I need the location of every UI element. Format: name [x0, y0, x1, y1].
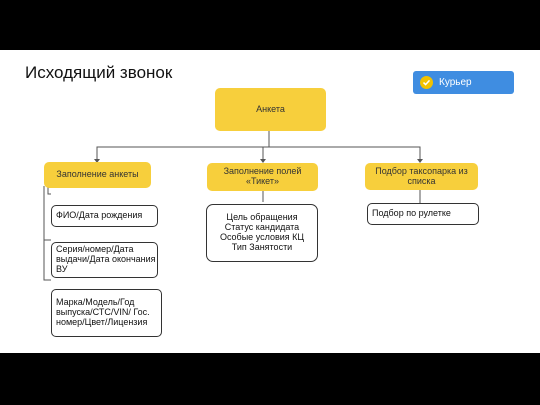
courier-badge: Курьер	[413, 71, 514, 94]
connector-lines	[43, 131, 423, 281]
leaf-node-3-1: Подбор по рулетке	[367, 203, 479, 225]
arrow-branch-1	[94, 159, 100, 163]
root-connector	[96, 131, 270, 160]
branch-node-1: Заполнение анкеты	[44, 162, 151, 188]
leaf-node-1-2: Серия/номер/Дата выдачи/Дата окончания В…	[51, 242, 158, 278]
leaf-node-1-1: ФИО/Дата рождения	[51, 205, 158, 227]
check-circle-icon	[420, 76, 433, 89]
leaf-node-2-1: Цель обращения Статус кандидата Особые у…	[206, 204, 318, 262]
root-to-branch-3	[269, 146, 421, 159]
page-title: Исходящий звонок	[25, 63, 173, 82]
arrow-branch-2	[260, 159, 266, 163]
arrow-branch-3	[417, 159, 423, 163]
branch-node-3: Подбор таксопарка из списка	[365, 163, 478, 190]
root-node: Анкета	[215, 88, 326, 131]
slide: Исходящий звонок Курьер Анкета Заполнени…	[0, 50, 540, 353]
root-to-branch-2	[262, 146, 269, 160]
branch-1-to-children	[43, 182, 51, 281]
branch-node-2: Заполнение полей «Тикет»	[207, 163, 318, 191]
leaf-node-1-3: Марка/Модель/Год выпуска/СТС/VIN/ Гос. н…	[51, 289, 162, 337]
courier-badge-label: Курьер	[439, 77, 472, 88]
